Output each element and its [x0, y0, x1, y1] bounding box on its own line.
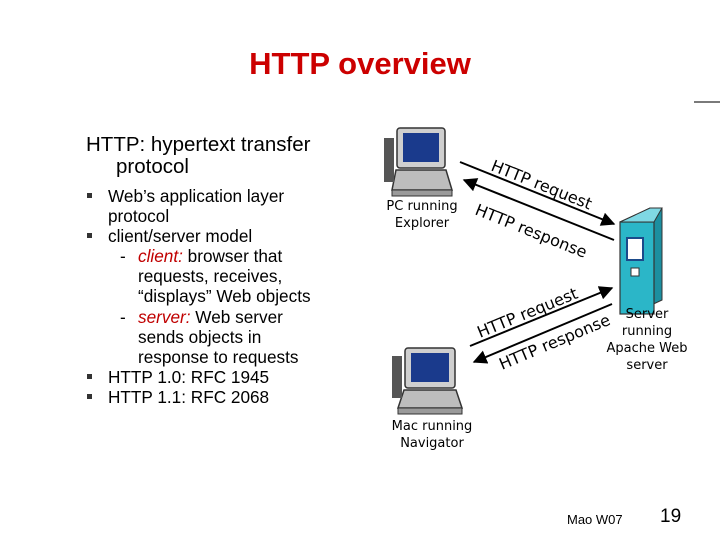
pc-response-arrow [462, 178, 615, 241]
pc-computer-icon [384, 127, 454, 197]
bullet-app-layer: Web’s application layer [86, 186, 311, 206]
intro-text: HTTP: hypertext transfer protocol [86, 134, 376, 178]
server-label: Server running Apache Web server [606, 307, 688, 373]
intro-line-2: protocol [116, 155, 189, 178]
sub-bullet-server-cont-2: response to requests [138, 346, 299, 367]
sub-bullet-client: -client: browser that [120, 246, 283, 267]
slide-title: HTTP overview [249, 46, 471, 81]
sub-bullet-client-cont-2: “displays” Web objects [138, 286, 311, 307]
pc-response-label: HTTP response [473, 200, 590, 262]
page-number: 19 [660, 506, 682, 527]
bullet-app-layer-cont: protocol [108, 206, 170, 227]
sub-bullet-client-cont-1: requests, receives, [138, 266, 283, 287]
bullet-list: Web’s application layer protocol client/… [86, 186, 311, 407]
bullet-http11: HTTP 1.1: RFC 2068 [86, 387, 311, 407]
bullet-client-server: client/server model [86, 226, 311, 246]
pc-label: PC running Explorer [386, 199, 458, 231]
pc-request-label: HTTP request [489, 156, 595, 213]
server-tower-icon [619, 207, 663, 315]
intro-line-1: HTTP: hypertext transfer [86, 133, 311, 156]
mac-response-arrow [472, 303, 613, 364]
title-rule [694, 0, 720, 112]
mac-computer-icon [392, 347, 464, 415]
mac-request-arrow [469, 286, 614, 347]
mac-label: Mac running Navigator [391, 419, 473, 451]
bullet-http10: HTTP 1.0: RFC 1945 [86, 367, 311, 387]
sub-bullet-server: -server: Web server [120, 306, 283, 327]
client-term: client: [138, 246, 183, 267]
server-term: server: [138, 306, 191, 327]
pc-request-arrow [459, 161, 616, 226]
footer-author: Mao W07 [567, 512, 623, 527]
sub-bullet-server-cont-1: sends objects in [138, 326, 262, 347]
